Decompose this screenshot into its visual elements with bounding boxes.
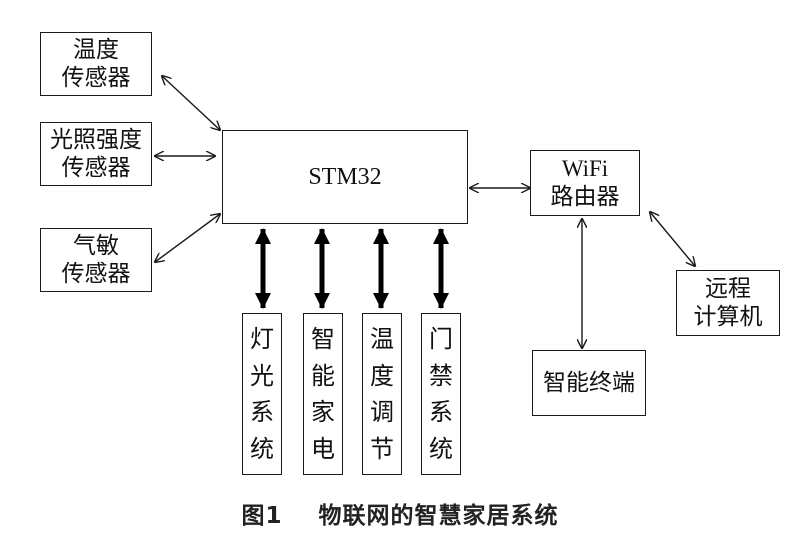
access-control-box: 门 禁 系 统 [421,313,461,475]
access-char-4: 统 [429,435,453,464]
lighting-char-1: 灯 [250,324,274,353]
remote-computer-box: 远程 计算机 [676,270,780,336]
light-sensor-line2: 传感器 [61,155,131,181]
temperature-sensor-line2: 传感器 [61,65,131,91]
lighting-char-4: 统 [250,435,274,464]
remote-computer-line2: 计算机 [693,304,763,330]
gas-sensor-line1: 气敏 [73,232,119,259]
temp-control-char-2: 度 [370,361,394,390]
lighting-char-3: 系 [250,398,274,427]
gas-sensor-box: 气敏 传感器 [40,228,152,292]
temp-control-char-4: 节 [370,435,394,464]
remote-computer-line1: 远程 [705,275,751,302]
figure-caption: 图1 物联网的智慧家居系统 [241,503,559,529]
arrow-temp-sensor-mcu [162,76,220,130]
light-sensor-box: 光照强度 传感器 [40,122,152,186]
light-sensor-line1: 光照强度 [50,126,142,153]
appliances-box: 智 能 家 电 [303,313,343,475]
appliances-char-3: 家 [311,398,335,427]
smart-terminal-box: 智能终端 [532,350,646,416]
temp-control-char-1: 温 [370,324,394,353]
access-char-1: 门 [429,324,453,353]
wifi-router-line1: WiFi [561,155,609,181]
arrow-router-remote [650,212,695,266]
temperature-sensor-box: 温度 传感器 [40,32,152,96]
appliances-char-2: 能 [311,361,335,390]
temp-control-box: 温 度 调 节 [362,313,402,475]
lighting-char-2: 光 [250,361,274,390]
wifi-router-line2: 路由器 [550,184,620,210]
appliances-char-1: 智 [311,324,335,353]
wifi-router-box: WiFi 路由器 [530,150,640,216]
temperature-sensor-line1: 温度 [73,36,119,63]
mcu-label: STM32 [308,163,382,190]
temp-control-char-3: 调 [370,398,394,427]
access-char-3: 系 [429,398,453,427]
smart-terminal-label: 智能终端 [543,369,635,396]
arrow-gas-sensor-mcu [155,214,220,262]
appliances-char-4: 电 [311,435,335,464]
gas-sensor-line2: 传感器 [61,261,131,287]
access-char-2: 禁 [429,361,453,390]
mcu-box: STM32 [222,130,468,224]
lighting-system-box: 灯 光 系 统 [242,313,282,475]
